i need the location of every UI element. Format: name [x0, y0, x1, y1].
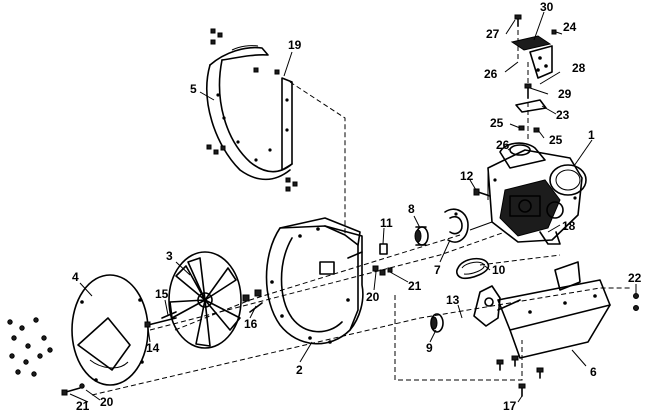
callout-6: 6: [590, 365, 597, 379]
callout-11: 11: [380, 216, 393, 230]
callout-14: 14: [146, 341, 160, 355]
drive-pulley: [414, 226, 429, 246]
blower-housing: [265, 217, 364, 345]
callout-26-lower: 26: [496, 138, 510, 152]
handle-bracket: [510, 14, 557, 133]
callout-15: 15: [155, 287, 169, 301]
callout-18: 18: [562, 219, 576, 233]
callout-25-left: 25: [490, 116, 504, 130]
callout-labels: 1 2 3 4 5 6 7 8 9 10 11 12 13 14 15 16 1…: [72, 0, 642, 413]
callout-5: 5: [190, 82, 197, 96]
callout-9: 9: [426, 341, 433, 355]
callout-22: 22: [628, 271, 642, 285]
callout-3: 3: [166, 249, 173, 263]
idler-pulley: [430, 313, 444, 333]
engine-side-bolt: [473, 188, 491, 197]
callout-19: 19: [288, 38, 302, 52]
front-cover-plate: [71, 274, 149, 386]
callout-1: 1: [588, 128, 595, 142]
engine: [469, 142, 587, 245]
leader-lines: [69, 11, 637, 403]
callout-20-cover: 20: [100, 395, 114, 409]
idler-bracket: [473, 285, 521, 327]
callout-26-upper: 26: [484, 67, 498, 81]
callout-7: 7: [434, 263, 441, 277]
callout-23: 23: [556, 108, 570, 122]
callout-21-housing: 21: [408, 279, 422, 293]
callout-28: 28: [572, 61, 586, 75]
impeller-fan: [168, 251, 242, 349]
band-hardware: [206, 28, 298, 192]
base-mounting-bolts: [496, 293, 639, 397]
callout-25-right: 25: [549, 133, 563, 147]
belt-guard: [444, 208, 469, 243]
housing-hardware: [61, 243, 393, 396]
cover-hardware: [7, 317, 53, 377]
callout-13: 13: [446, 293, 460, 307]
impeller-bolts: [144, 289, 263, 328]
callout-17: 17: [503, 399, 517, 413]
callout-20-housing: 20: [366, 290, 380, 304]
callout-30: 30: [540, 0, 554, 14]
callout-8: 8: [408, 202, 415, 216]
callout-10: 10: [492, 263, 506, 277]
callout-27: 27: [486, 27, 500, 41]
callout-4: 4: [72, 270, 79, 284]
callout-2: 2: [296, 363, 303, 377]
callout-24: 24: [563, 20, 577, 34]
callout-16: 16: [244, 317, 258, 331]
callout-21-cover: 21: [76, 399, 90, 413]
upper-housing-band: [206, 45, 293, 181]
callout-12: 12: [460, 169, 474, 183]
engine-base-plate: [497, 261, 611, 359]
callout-29: 29: [558, 87, 572, 101]
drive-belt: [456, 257, 490, 280]
